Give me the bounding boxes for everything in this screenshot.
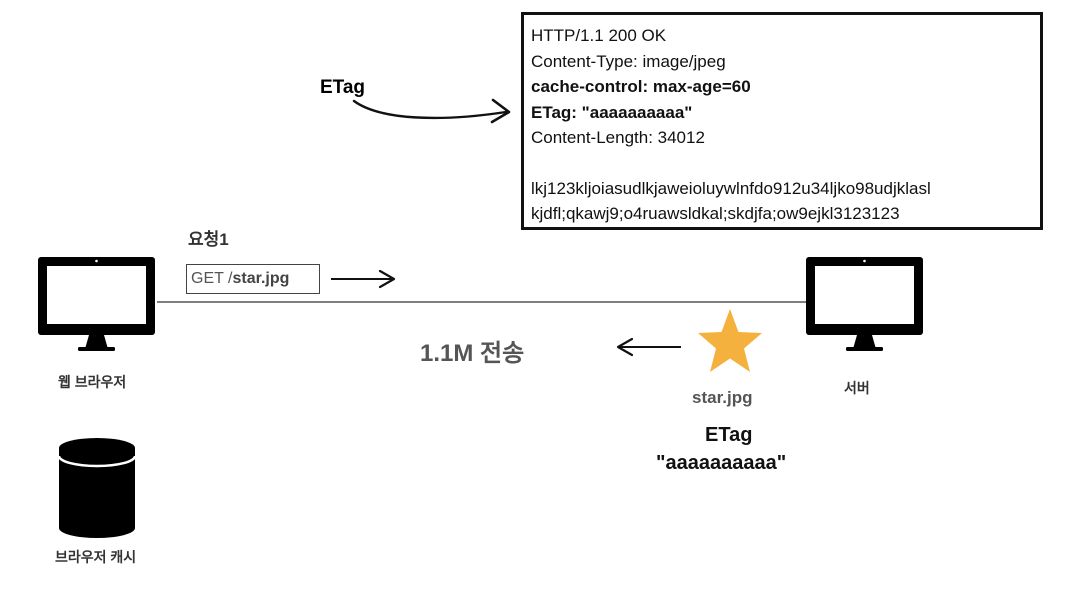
resource-etag-value: "aaaaaaaaaa": [656, 452, 787, 474]
browser-cache-label: 브라우저 캐시: [55, 549, 137, 565]
body-line-1: lkj123kljoiasudlkjaweioluywlnfdo912u34lj…: [531, 178, 931, 198]
etag-pointer-arrow-icon: [352, 98, 511, 124]
status-line: HTTP/1.1 200 OK: [531, 26, 667, 45]
server-label: 서버: [844, 380, 870, 396]
etag-pointer-label: ETag: [320, 77, 366, 98]
cache-cylinder-icon: [57, 438, 137, 538]
cache-control-header: cache-control: max-age=60: [531, 77, 751, 96]
server-monitor-icon: [806, 257, 923, 351]
request-line-box: GET /star.jpg: [186, 264, 320, 294]
request-method: GET /: [191, 270, 233, 287]
etag-header: ETag: "aaaaaaaaaa": [531, 102, 693, 122]
resource-file-name: star.jpg: [692, 388, 753, 407]
body-line-2: kjdfl;qkawj9;o4ruawsldkal;skdjfa;ow9ejkl…: [531, 204, 900, 223]
request-title: 요청1: [188, 230, 229, 249]
resource-etag-title: ETag: [705, 424, 753, 446]
browser-monitor-icon: [38, 257, 155, 351]
header-body-separator: [531, 151, 1040, 176]
transfer-size-label: 1.1M 전송: [420, 340, 525, 367]
content-type-header: Content-Type: image/jpeg: [531, 51, 726, 71]
http-response-box: HTTP/1.1 200 OK Content-Type: image/jpeg…: [521, 12, 1043, 230]
content-length-header: Content-Length: 34012: [531, 128, 705, 147]
response-arrow-icon: [616, 337, 681, 357]
request-arrow-icon: [331, 269, 396, 289]
request-path: star.jpg: [232, 270, 290, 287]
browser-label: 웹 브라우저: [58, 374, 127, 390]
star-icon: [698, 309, 762, 372]
